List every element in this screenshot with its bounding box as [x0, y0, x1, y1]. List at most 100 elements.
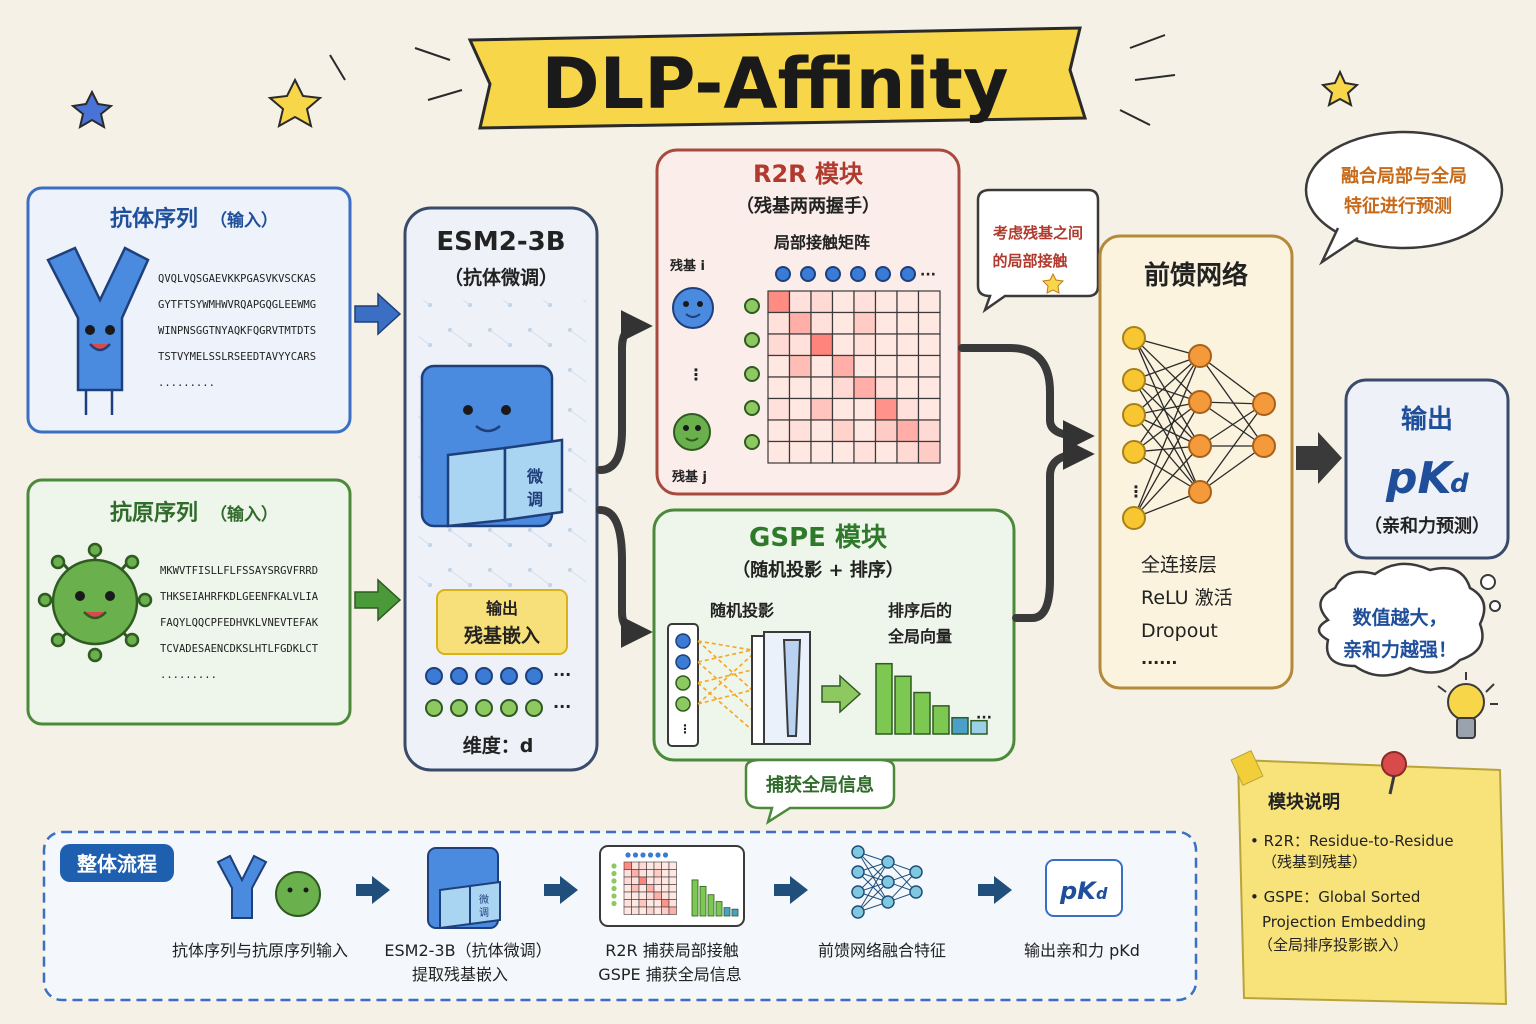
esm-panel: ESM2-3B （抗体微调） 微 调 输出 残基嵌入 ··· · — [403, 206, 599, 772]
bubble-text: 亲和力越强！ — [1343, 638, 1457, 661]
mini-network-node — [881, 875, 895, 889]
sequence-line: THKSEIAHRFKDLGEENFKALVLIA — [160, 591, 319, 603]
heatmap-cell — [831, 376, 855, 400]
ffn-item: Dropout — [1141, 620, 1218, 642]
mini-dot — [611, 870, 617, 877]
mini-heatmap-cell — [653, 884, 662, 893]
mini-heatmap-cell — [646, 906, 655, 915]
antibody-panel: 抗体序列 （输入） QVQLVQSGAEVKKPGASVKVSCKAS GYTF… — [26, 186, 352, 434]
heatmap-cell — [917, 419, 941, 443]
workflow-step-label: 提取残基嵌入 — [412, 965, 508, 984]
mini-heatmap-cell — [638, 891, 647, 900]
mini-dot — [655, 852, 661, 858]
book-text: 微 — [526, 467, 544, 486]
mini-bar — [707, 894, 715, 917]
heatmap-cell — [831, 440, 855, 464]
mini-heatmap-cell — [638, 861, 647, 870]
network-node — [1122, 326, 1146, 350]
heatmap-cell — [810, 419, 834, 443]
heatmap-cell — [874, 440, 898, 464]
esm-dimension: 维度：d — [463, 734, 534, 757]
network-node — [1122, 440, 1146, 464]
title-banner: DLP-Affinity — [467, 26, 1088, 130]
mini-heatmap-cell — [653, 869, 662, 878]
network-node — [1122, 403, 1146, 427]
heatmap-cell — [917, 397, 941, 421]
mini-heatmap-cell — [631, 906, 640, 915]
sorted-bar — [970, 719, 988, 735]
note-item: • R2R：Residue-to-Residue — [1250, 832, 1454, 850]
book-text: 调 — [479, 907, 489, 919]
workflow-step-5: pK d 输出亲和力 pKd — [1024, 859, 1140, 960]
svg-text:⋮: ⋮ — [679, 722, 691, 736]
esm-subtitle: （抗体微调） — [444, 266, 558, 289]
arrow-icon — [1296, 432, 1342, 484]
heatmap-cell — [831, 419, 855, 443]
antibody-mini-icon — [216, 854, 268, 919]
heatmap-cell — [831, 354, 855, 378]
heatmap-cell — [788, 440, 812, 464]
book-mascot-icon: 微 调 — [420, 364, 564, 528]
antigen-panel: 抗原序列 （输入） MKWVTFISLLFLFSSAYSRGVFRRD THKS… — [26, 478, 352, 726]
antigen-sequence: MKWVTFISLLFLFSSAYSRGVFRRD THKSEIAHRFKDLG… — [160, 565, 319, 681]
svg-text:···: ··· — [553, 665, 571, 684]
heatmap-cell — [853, 419, 877, 443]
sequence-line: TSTVYMELSSLRSEEDTAVYYCARS — [158, 351, 316, 363]
mini-bar — [715, 901, 723, 917]
mini-heatmap-icon — [611, 852, 677, 915]
mini-heatmap-cell — [668, 884, 677, 893]
arrow-icon — [354, 292, 402, 336]
mini-heatmap-cell — [623, 906, 632, 915]
sorted-bar — [951, 716, 969, 735]
mini-heatmap-cell — [631, 869, 640, 878]
heatmap-cell — [788, 397, 812, 421]
mini-heatmap-cell — [638, 876, 647, 885]
svg-text:···: ··· — [553, 697, 571, 716]
sorted-bar — [875, 662, 893, 735]
ffn-connectors — [958, 344, 1095, 622]
antibody-mascot-icon — [46, 246, 150, 415]
arrow-icon — [821, 674, 862, 714]
gspe-title: GSPE 模块 — [749, 523, 887, 553]
workflow-step-label: ESM2-3B（抗体微调） — [384, 941, 551, 960]
mini-network-node — [909, 865, 923, 879]
virus-mini-icon — [275, 871, 321, 917]
heatmap-cell — [810, 397, 834, 421]
tip-cloud-bubble: 数值越大， 亲和力越强！ — [1317, 562, 1501, 677]
mini-pkd-main: pK — [1059, 877, 1098, 905]
heatmap-cell — [831, 397, 855, 421]
decorative-stars — [70, 34, 1360, 130]
mini-dot — [611, 863, 617, 869]
bubble-text: 特征进行预测 — [1344, 195, 1452, 217]
sequence-line: MKWVTFISLLFLFSSAYSRGVFRRD — [160, 565, 318, 577]
note-item: Projection Embedding — [1262, 913, 1426, 931]
bubble-text: 融合局部与全局 — [1341, 165, 1467, 187]
heatmap-cell — [853, 290, 877, 314]
residue-i-mascot-icon — [672, 287, 714, 329]
heatmap-cell — [767, 311, 791, 335]
ffn-title: 前馈网络 — [1144, 260, 1248, 291]
output-panel: 输出 pK d （亲和力预测） — [1344, 378, 1510, 560]
bubble-text: 数值越大， — [1352, 606, 1447, 629]
mini-bar — [691, 879, 699, 917]
heatmap-cell — [896, 440, 920, 464]
network-node — [1252, 434, 1276, 458]
heatmap-cell — [788, 311, 812, 335]
mini-heatmap-cell — [661, 869, 670, 878]
mini-heatmap-cell — [668, 899, 677, 908]
star-icon — [1041, 272, 1065, 294]
arrow-icon — [774, 876, 808, 904]
gspe-panel: GSPE 模块 （随机投影 + 排序） 随机投影 排序后的 全局向量 ⋮ ··· — [652, 508, 1016, 762]
sequence-line: ......... — [160, 669, 217, 681]
mini-heatmap-cell — [623, 876, 632, 885]
mini-network-node — [851, 865, 865, 879]
projection-planes — [751, 631, 811, 745]
heatmap-cell — [810, 290, 834, 314]
mini-heatmap-cell — [646, 891, 655, 900]
arrow-icon — [544, 876, 578, 904]
esm-output-box — [436, 589, 568, 655]
input-arrows — [354, 292, 402, 622]
heatmap-cell — [917, 354, 941, 378]
workflow-badge: 整体流程 — [76, 852, 157, 876]
heatmap-cell — [896, 333, 920, 357]
